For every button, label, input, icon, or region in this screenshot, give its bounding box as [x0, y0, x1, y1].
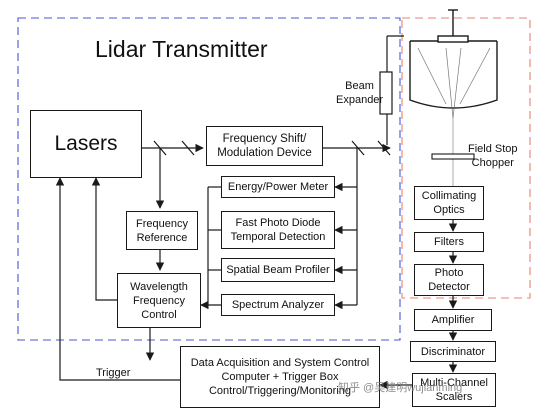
- collimating-optics-box: Collimating Optics: [414, 186, 484, 220]
- lasers-box: Lasers: [30, 110, 142, 178]
- field-stop-chopper-label: Field Stop Chopper: [468, 143, 518, 169]
- trigger-line: [55, 177, 180, 381]
- beam-mirror-4: [377, 140, 391, 156]
- transmitter-enclosure: [17, 17, 401, 341]
- photo-detector-box: Photo Detector: [414, 264, 484, 296]
- frequency-shift-box: Frequency Shift/ Modulation Device: [206, 126, 323, 166]
- amplifier-box: Amplifier: [414, 309, 492, 331]
- field-stop-icon: [431, 153, 475, 160]
- fast-photo-diode-box: Fast Photo Diode Temporal Detection: [221, 211, 335, 249]
- beam-expander-label: Beam Expander: [336, 80, 384, 106]
- data-acquisition-box: Data Acquisition and System Control Comp…: [180, 346, 380, 408]
- wavelength-to-lasers-line: [91, 177, 117, 301]
- energy-power-meter-box: Energy/Power Meter: [221, 176, 335, 198]
- lidar-transmitter-title: Lidar Transmitter: [95, 36, 268, 62]
- receiver-enclosure: [401, 17, 531, 299]
- beam-splitter-2: [181, 140, 195, 156]
- multi-channel-scalers-box: Multi-Channel Scalers: [412, 373, 496, 407]
- filters-box: Filters: [414, 232, 484, 252]
- beam-expander-body: [379, 71, 393, 115]
- telescope-icon: [409, 9, 498, 119]
- watermark: 知乎 @吴建明wujianming: [338, 382, 463, 394]
- spatial-beam-profiler-box: Spatial Beam Profiler: [221, 258, 335, 282]
- discriminator-box: Discriminator: [410, 341, 496, 362]
- spectrum-analyzer-box: Spectrum Analyzer: [221, 294, 335, 316]
- trigger-label: Trigger: [96, 367, 131, 379]
- frequency-reference-box: Frequency Reference: [126, 211, 198, 250]
- beam-splitter-3: [351, 140, 365, 156]
- wavelength-frequency-control-box: Wavelength Frequency Control: [117, 273, 201, 328]
